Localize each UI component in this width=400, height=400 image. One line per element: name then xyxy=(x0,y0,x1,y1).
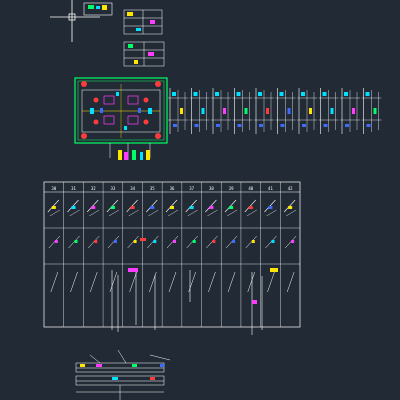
strip-station-section xyxy=(361,88,382,134)
table-header-cell: 40 xyxy=(248,186,253,191)
process-sketch xyxy=(47,199,61,293)
table-header-cell: 32 xyxy=(91,186,96,191)
table-header-cell: 30 xyxy=(51,186,56,191)
ucs-crosshair-icon xyxy=(50,0,100,42)
table-header-cell: 37 xyxy=(189,186,194,191)
highlight-mark xyxy=(252,300,257,304)
highlight-mark xyxy=(270,268,278,272)
table-header-cell: 31 xyxy=(71,186,76,191)
strip-station-section xyxy=(297,88,317,134)
strip-station-section xyxy=(168,88,188,134)
bottom-assembly-colors xyxy=(80,364,164,380)
process-sketch xyxy=(106,199,120,293)
process-sketch xyxy=(205,199,218,293)
table-header-cell: 41 xyxy=(268,186,273,191)
table-header-cell: 34 xyxy=(130,186,135,191)
process-sketch xyxy=(165,199,179,293)
strip-station-section xyxy=(254,88,274,134)
table-header-cell: 35 xyxy=(150,186,155,191)
highlight-mark xyxy=(128,268,138,272)
title-block-fragment xyxy=(83,2,113,16)
highlight-mark xyxy=(140,238,146,241)
strip-station-section xyxy=(232,88,253,134)
detail-sheet-2 xyxy=(123,41,165,67)
process-sketch xyxy=(264,199,277,293)
process-sketch xyxy=(283,199,297,293)
strip-station-section xyxy=(211,88,231,134)
process-sketch xyxy=(87,199,100,293)
process-table-columns xyxy=(63,182,281,327)
process-sketch xyxy=(244,199,257,293)
table-header-cell: 38 xyxy=(209,186,214,191)
process-sketch xyxy=(185,199,198,293)
process-sketch xyxy=(126,199,139,293)
process-sketch xyxy=(67,199,80,293)
strip-layout-sections[interactable] xyxy=(168,88,382,134)
bottom-assembly-views[interactable] xyxy=(75,349,171,400)
strip-station-section xyxy=(318,88,339,134)
strip-station-section xyxy=(189,88,210,134)
table-header-cell: 33 xyxy=(111,186,116,191)
plan-leaders xyxy=(109,143,151,160)
process-sketch xyxy=(224,199,238,293)
strip-station-section xyxy=(275,88,296,134)
process-table[interactable]: 30 31 32 33 34 35 36 37 38 39 40 41 42 xyxy=(43,181,301,335)
process-table-sketches xyxy=(47,199,297,335)
die-assembly-plan[interactable] xyxy=(74,77,168,160)
table-header-cell: 42 xyxy=(288,186,293,191)
process-sketch xyxy=(146,199,159,293)
table-header-cell: 39 xyxy=(229,186,234,191)
process-table-headers: 30 31 32 33 34 35 36 37 38 39 40 41 42 xyxy=(51,186,293,191)
table-header-cell: 36 xyxy=(170,186,175,191)
detail-sheet-1 xyxy=(123,9,163,35)
strip-station-section xyxy=(340,88,360,134)
